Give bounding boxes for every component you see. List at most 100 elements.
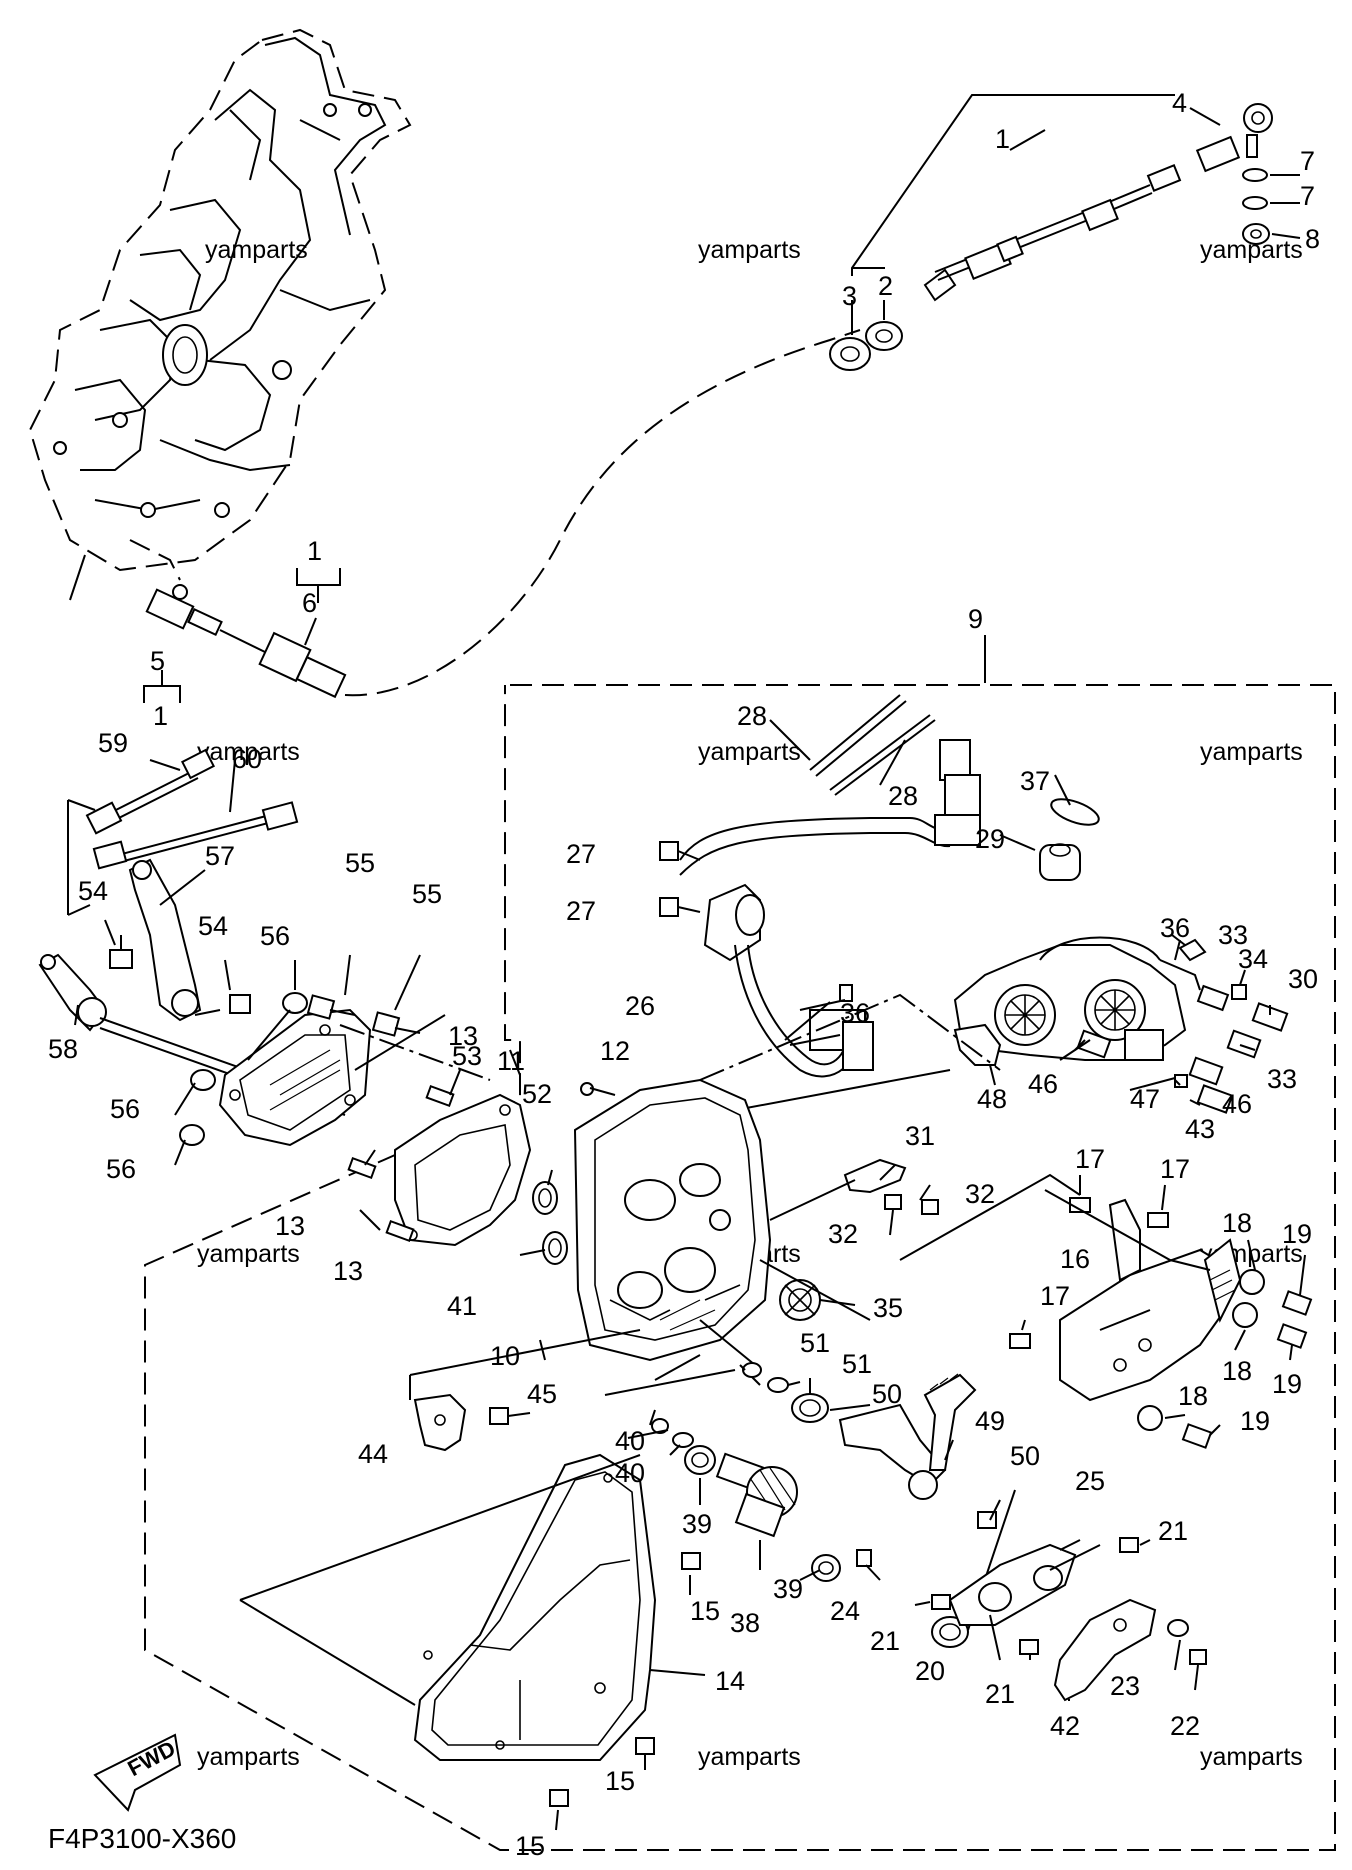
callout: 37 bbox=[1020, 766, 1050, 796]
callout: 48 bbox=[977, 1084, 1007, 1114]
diagram-code: F4P3100-X360 bbox=[48, 1823, 236, 1854]
callout: 29 bbox=[975, 824, 1005, 854]
callout: 17 bbox=[1160, 1154, 1190, 1184]
callout: 15 bbox=[605, 1766, 635, 1796]
callout: 19 bbox=[1240, 1406, 1270, 1436]
callout: 15 bbox=[515, 1831, 545, 1861]
watermark: yamparts bbox=[205, 236, 308, 264]
callout: 34 bbox=[1238, 944, 1268, 974]
callout: 60 bbox=[232, 744, 262, 774]
callout: 55 bbox=[412, 879, 442, 909]
callout: 50 bbox=[872, 1379, 902, 1409]
callout: 28 bbox=[737, 701, 767, 731]
callout: 33 bbox=[1218, 920, 1248, 950]
callout: 17 bbox=[1040, 1281, 1070, 1311]
shift-linkage bbox=[38, 748, 446, 1166]
callout: 40 bbox=[615, 1458, 645, 1488]
callout: 47 bbox=[1130, 1084, 1160, 1114]
callout: 19 bbox=[1282, 1219, 1312, 1249]
throttle-cable-assembly bbox=[143, 94, 1301, 703]
callout: 21 bbox=[985, 1679, 1015, 1709]
callout: 20 bbox=[915, 1656, 945, 1686]
callout: 32 bbox=[828, 1219, 858, 1249]
callout: 11 bbox=[497, 1046, 525, 1076]
callout: 18 bbox=[1222, 1208, 1252, 1238]
callout: 5 bbox=[150, 646, 165, 676]
callout-labels: 1 1 1 2 3 4 5 6 7 7 8 9 10 11 12 13 13 1… bbox=[48, 88, 1320, 1861]
callout: 31 bbox=[905, 1121, 935, 1151]
callout: 53 bbox=[452, 1041, 482, 1071]
callout: 41 bbox=[447, 1291, 477, 1321]
callout: 40 bbox=[615, 1426, 645, 1456]
callout: 13 bbox=[448, 1021, 478, 1051]
callout: 49 bbox=[975, 1406, 1005, 1436]
callout: 44 bbox=[358, 1439, 388, 1469]
callout: 38 bbox=[730, 1608, 760, 1638]
callout: 33 bbox=[1267, 1064, 1297, 1094]
callout: 25 bbox=[1075, 1466, 1105, 1496]
callout: 57 bbox=[205, 841, 235, 871]
callout: 50 bbox=[1010, 1441, 1040, 1471]
callout: 36 bbox=[840, 998, 870, 1028]
watermark: yamparts bbox=[197, 738, 300, 766]
callout: 19 bbox=[1272, 1369, 1302, 1399]
callout: 21 bbox=[870, 1626, 900, 1656]
callout: 18 bbox=[1178, 1381, 1208, 1411]
watermark: yamparts bbox=[197, 1240, 300, 1268]
callout: 59 bbox=[98, 728, 128, 758]
callout: 36 bbox=[1160, 913, 1190, 943]
callout: 56 bbox=[106, 1154, 136, 1184]
callout: 14 bbox=[715, 1666, 745, 1696]
callout: 27 bbox=[566, 896, 596, 926]
callout: 3 bbox=[842, 281, 857, 311]
watermark: yamparts bbox=[1200, 1743, 1303, 1771]
fwd-arrow: FWD bbox=[93, 1733, 182, 1812]
callout: 16 bbox=[1060, 1244, 1090, 1274]
callout: 39 bbox=[682, 1509, 712, 1539]
callout: 21 bbox=[1158, 1516, 1188, 1546]
callout: 58 bbox=[48, 1034, 78, 1064]
watermark: yamparts bbox=[1200, 738, 1303, 766]
callout: 26 bbox=[625, 991, 655, 1021]
callout: 10 bbox=[490, 1341, 520, 1371]
watermark: yamparts bbox=[698, 236, 801, 264]
cover bbox=[239, 1453, 706, 1831]
callout: 12 bbox=[600, 1036, 630, 1066]
callout: 6 bbox=[302, 588, 317, 618]
callout: 42 bbox=[1050, 1711, 1080, 1741]
callout: 55 bbox=[345, 848, 375, 878]
callout: 8 bbox=[1305, 224, 1320, 254]
callout: 24 bbox=[830, 1596, 860, 1626]
callout: 54 bbox=[78, 876, 108, 906]
callout: 7 bbox=[1300, 146, 1315, 176]
callout: 22 bbox=[1170, 1711, 1200, 1741]
bracket-assemblies bbox=[914, 1175, 1313, 1702]
callout: 32 bbox=[965, 1179, 995, 1209]
callout: 13 bbox=[333, 1256, 363, 1286]
callout: 15 bbox=[690, 1596, 720, 1626]
callout: 43 bbox=[1185, 1114, 1215, 1144]
callout: 18 bbox=[1222, 1356, 1252, 1386]
callout: 27 bbox=[566, 839, 596, 869]
gear-train bbox=[604, 1362, 1016, 1648]
callout: 51 bbox=[842, 1349, 872, 1379]
callout: 35 bbox=[873, 1293, 903, 1323]
callout: 28 bbox=[888, 781, 918, 811]
gearbox-housing bbox=[339, 1024, 1081, 1452]
actuator-harness-motor bbox=[574, 694, 1289, 1141]
callout: 56 bbox=[110, 1094, 140, 1124]
callout: 46 bbox=[1028, 1069, 1058, 1099]
callout: 1 bbox=[995, 124, 1010, 154]
callout: 52 bbox=[522, 1079, 552, 1109]
callout: 9 bbox=[968, 604, 983, 634]
watermark: yamparts bbox=[197, 1743, 300, 1771]
engine-bracket-illustration bbox=[28, 28, 412, 601]
kit-boundary bbox=[144, 635, 1336, 1851]
callout: 7 bbox=[1300, 181, 1315, 211]
callout: 56 bbox=[260, 921, 290, 951]
callout: 54 bbox=[198, 911, 228, 941]
callout: 51 bbox=[800, 1328, 830, 1358]
callout: 4 bbox=[1172, 88, 1187, 118]
watermark: yamparts bbox=[698, 1743, 801, 1771]
